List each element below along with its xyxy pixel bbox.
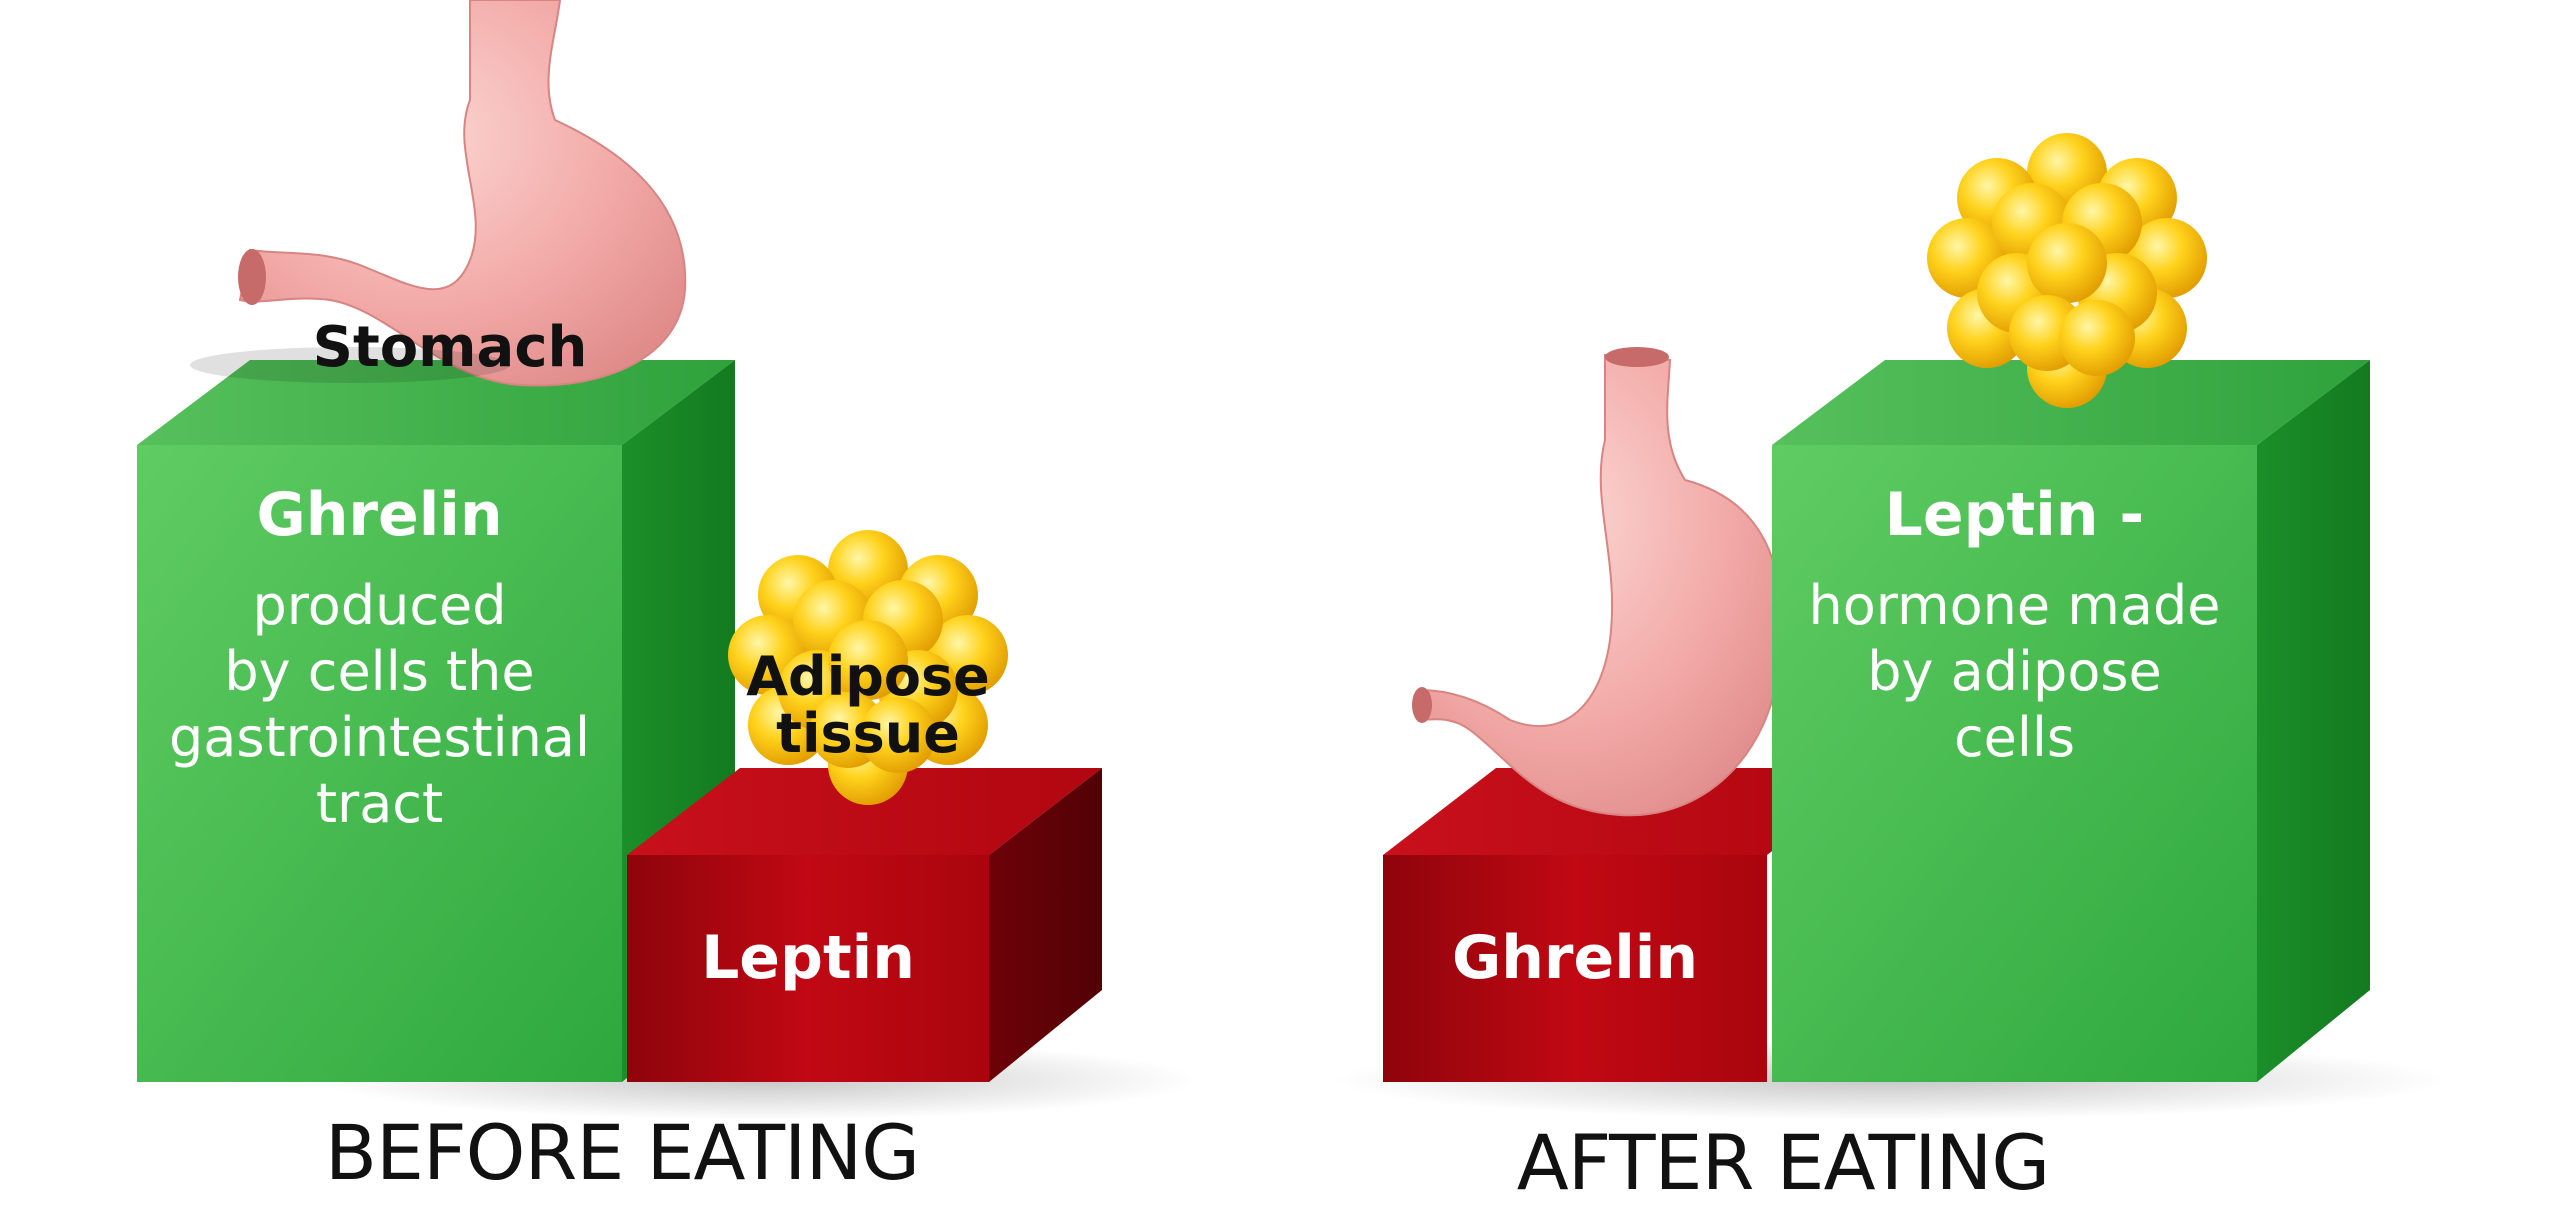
after-leptin-title: Leptin - bbox=[1884, 480, 2145, 550]
before-ghrelin-desc-line-4: tract bbox=[315, 772, 444, 835]
stomach-label: Stomach bbox=[312, 315, 588, 380]
after-eating-caption: AFTER EATING bbox=[1516, 1118, 2050, 1207]
before-short-red-box bbox=[627, 768, 1102, 1082]
before-leptin-title: Leptin bbox=[701, 923, 915, 993]
after-leptin-desc-line-1: hormone made bbox=[1808, 574, 2221, 637]
after-ghrelin-title: Ghrelin bbox=[1451, 923, 1699, 993]
before-ghrelin-desc-line-2: by cells the bbox=[224, 640, 535, 703]
adipose-label-line-1: Adipose bbox=[746, 645, 990, 708]
before-stomach-illustration bbox=[190, 0, 687, 387]
before-eating-caption: BEFORE EATING bbox=[324, 1108, 920, 1197]
before-ghrelin-desc-line-3: gastrointestinal bbox=[169, 706, 590, 769]
adipose-label-line-2: tissue bbox=[776, 702, 960, 765]
after-leptin-desc-line-3: cells bbox=[1953, 706, 2076, 769]
after-stomach-illustration bbox=[1412, 347, 1783, 817]
before-ghrelin-desc-line-1: produced bbox=[252, 574, 507, 637]
after-leptin-desc-line-2: by adipose bbox=[1867, 640, 2162, 703]
before-ghrelin-title: Ghrelin bbox=[256, 480, 503, 550]
